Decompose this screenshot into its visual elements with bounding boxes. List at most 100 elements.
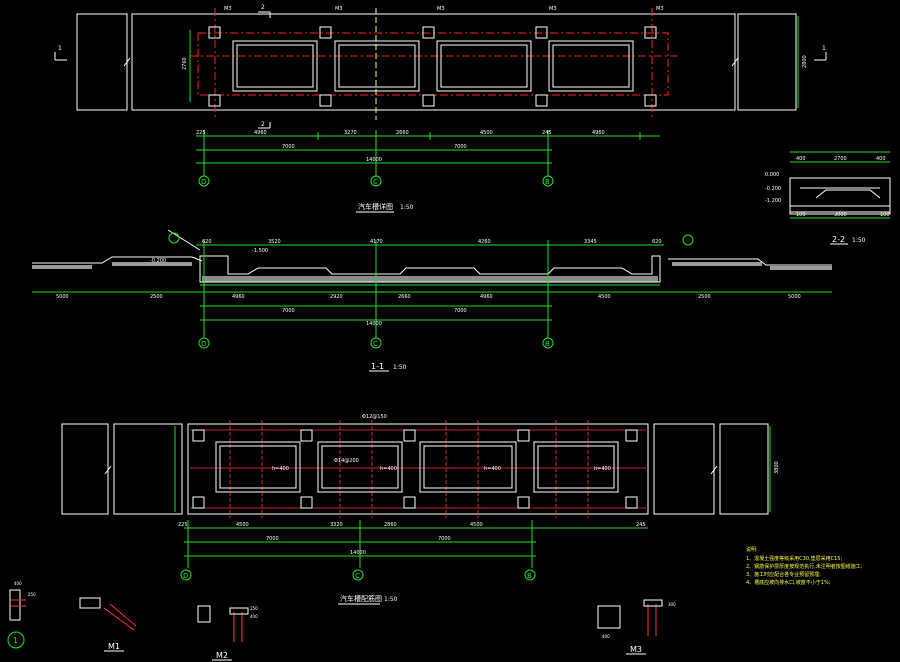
fdn-axis-bubbles: D C B [180, 569, 536, 581]
fdn-cell-inner [219, 445, 297, 489]
m2-bars [233, 612, 243, 642]
fdn-cell-label: h=400 [594, 466, 611, 472]
plan-section-mark-right [814, 52, 827, 61]
axis-bubble-c [352, 569, 364, 581]
notes-line: 3、施工时应配合各专业预留预埋; [746, 571, 821, 578]
fdn-column [192, 429, 205, 442]
notes-line: 1、混凝土强度等级采用C30,垫层采用C15; [746, 555, 842, 562]
fdn-cell-inner [321, 445, 399, 489]
plan-section-mark-bottom [258, 122, 271, 129]
plan-view: M3 M3 M3 M3 M3 1 1 2 2 2760 2800 [54, 4, 827, 213]
plan-half-dim: 7000 [454, 144, 467, 150]
plan-seg-dim: 4960 [592, 130, 605, 136]
fdn-cell-label: h=400 [272, 466, 289, 472]
fdn-cell [419, 441, 517, 493]
plan-tag: M3 [335, 6, 343, 12]
section-mark-left-label: 1 [58, 45, 62, 52]
fdn-right-block2 [719, 423, 769, 515]
s11-scale: 1:50 [393, 364, 407, 371]
fdn-column [403, 429, 416, 442]
d1-dim: 250 [28, 592, 36, 597]
plan-column [644, 26, 657, 39]
s11-ground-hatch-left2 [112, 262, 192, 266]
notes-title: 说明: [746, 546, 758, 553]
s22-scale: 1:50 [852, 237, 866, 244]
m3-dim: 300 [668, 602, 676, 607]
axis-label: D [183, 572, 188, 580]
s11-dim: 2500 [698, 294, 711, 300]
section-1-1: 620 3520 4170 4260 3345 620 -0.200 -1.50… [32, 229, 832, 372]
s11-ground-hatch-right [672, 262, 762, 266]
section-mark-top-label: 2 [261, 4, 265, 11]
axis-label: B [545, 340, 550, 348]
fdn-rebar-top: Φ12@150 [362, 414, 387, 420]
s11-ground-hatch-left [32, 265, 92, 269]
s11-detail-ref-right [682, 234, 694, 246]
plan-overall-dim: 14000 [366, 157, 382, 163]
plan-section-marks [54, 11, 827, 129]
plan-column [422, 26, 435, 39]
fdn-break-right [710, 465, 718, 475]
fdn-cell [533, 441, 619, 493]
s11-dim: 620 [202, 239, 212, 245]
plan-left-block [76, 13, 128, 111]
axis-bubble-d [198, 337, 210, 349]
axis-label: C [373, 178, 378, 186]
plan-seg-dim: 225 [196, 130, 206, 136]
s22-dim: 2700 [834, 156, 847, 162]
section-mark-right-label: 1 [822, 45, 826, 52]
fdn-half-dim: 7000 [266, 536, 279, 542]
s11-title: 1-1 [371, 362, 384, 371]
m3-dim: 400 [602, 634, 610, 639]
fdn-right-block [653, 423, 715, 515]
fdn-overall-dim: 14000 [350, 550, 366, 556]
s11-level: -0.200 [150, 258, 166, 264]
s11-axis-bubbles: D C B [198, 337, 554, 349]
fdn-left-block2 [113, 423, 183, 515]
fdn-column [300, 429, 313, 442]
fdn-scale: 1:50 [384, 596, 398, 603]
fdn-cell [215, 441, 301, 493]
notes-block: 说明: 1、混凝土强度等级采用C30,垫层采用C15; 2、钢筋保护层厚度按规范… [746, 546, 863, 586]
axis-label: B [545, 178, 550, 186]
fdn-column [192, 496, 205, 509]
plan-tag: M3 [656, 6, 664, 12]
s11-dims-bottom: 5000 2500 4960 2920 2660 4960 4500 2500 … [56, 294, 801, 327]
fdn-dim-lines [184, 520, 648, 568]
detail-m1-title: M1 [108, 642, 120, 651]
m2-dim: 250 [250, 606, 258, 611]
fdn-column [625, 496, 638, 509]
plan-section-mark-left [54, 52, 67, 61]
fdn-side-dim: 3800 [774, 461, 780, 474]
fdn-seg-dim: 4500 [236, 522, 249, 528]
plan-pit-inner [440, 44, 528, 88]
fdn-rebar [190, 420, 646, 518]
plan-pit-inner [338, 44, 416, 88]
plan-pit [334, 40, 420, 92]
notes-line: 2、钢筋保护层厚度按规范执行,未注明者按图纸施工; [746, 563, 863, 570]
plan-column [319, 94, 332, 107]
plan-column [644, 94, 657, 107]
s11-dim: 2920 [330, 294, 343, 300]
m2-dim: 400 [250, 614, 258, 619]
s22-title: 2-2 [832, 235, 845, 244]
fdn-cell-label: h=400 [484, 466, 501, 472]
section-mark-bottom-label: 2 [261, 121, 265, 128]
plan-pit-inner [236, 44, 314, 88]
plan-column [422, 94, 435, 107]
s22-base [789, 205, 891, 213]
plan-dim-chains [196, 130, 660, 176]
plan-scale: 1:50 [400, 204, 414, 211]
fdn-column [403, 496, 416, 509]
fdn-seg-dim: 4500 [470, 522, 483, 528]
s11-dim-lines [32, 291, 832, 321]
fdn-seg-dim: 245 [636, 522, 646, 528]
notes-line: 4、槽底应坡向排水口,坡度不小于1%; [746, 579, 831, 586]
fdn-columns [192, 429, 638, 509]
s22-level: -1.200 [765, 198, 781, 204]
plan-tags: M3 M3 M3 M3 M3 [224, 6, 664, 12]
m3-top [643, 599, 663, 607]
s11-trough [199, 255, 661, 283]
s11-dim: 2660 [398, 294, 411, 300]
m3-bars [647, 604, 657, 636]
